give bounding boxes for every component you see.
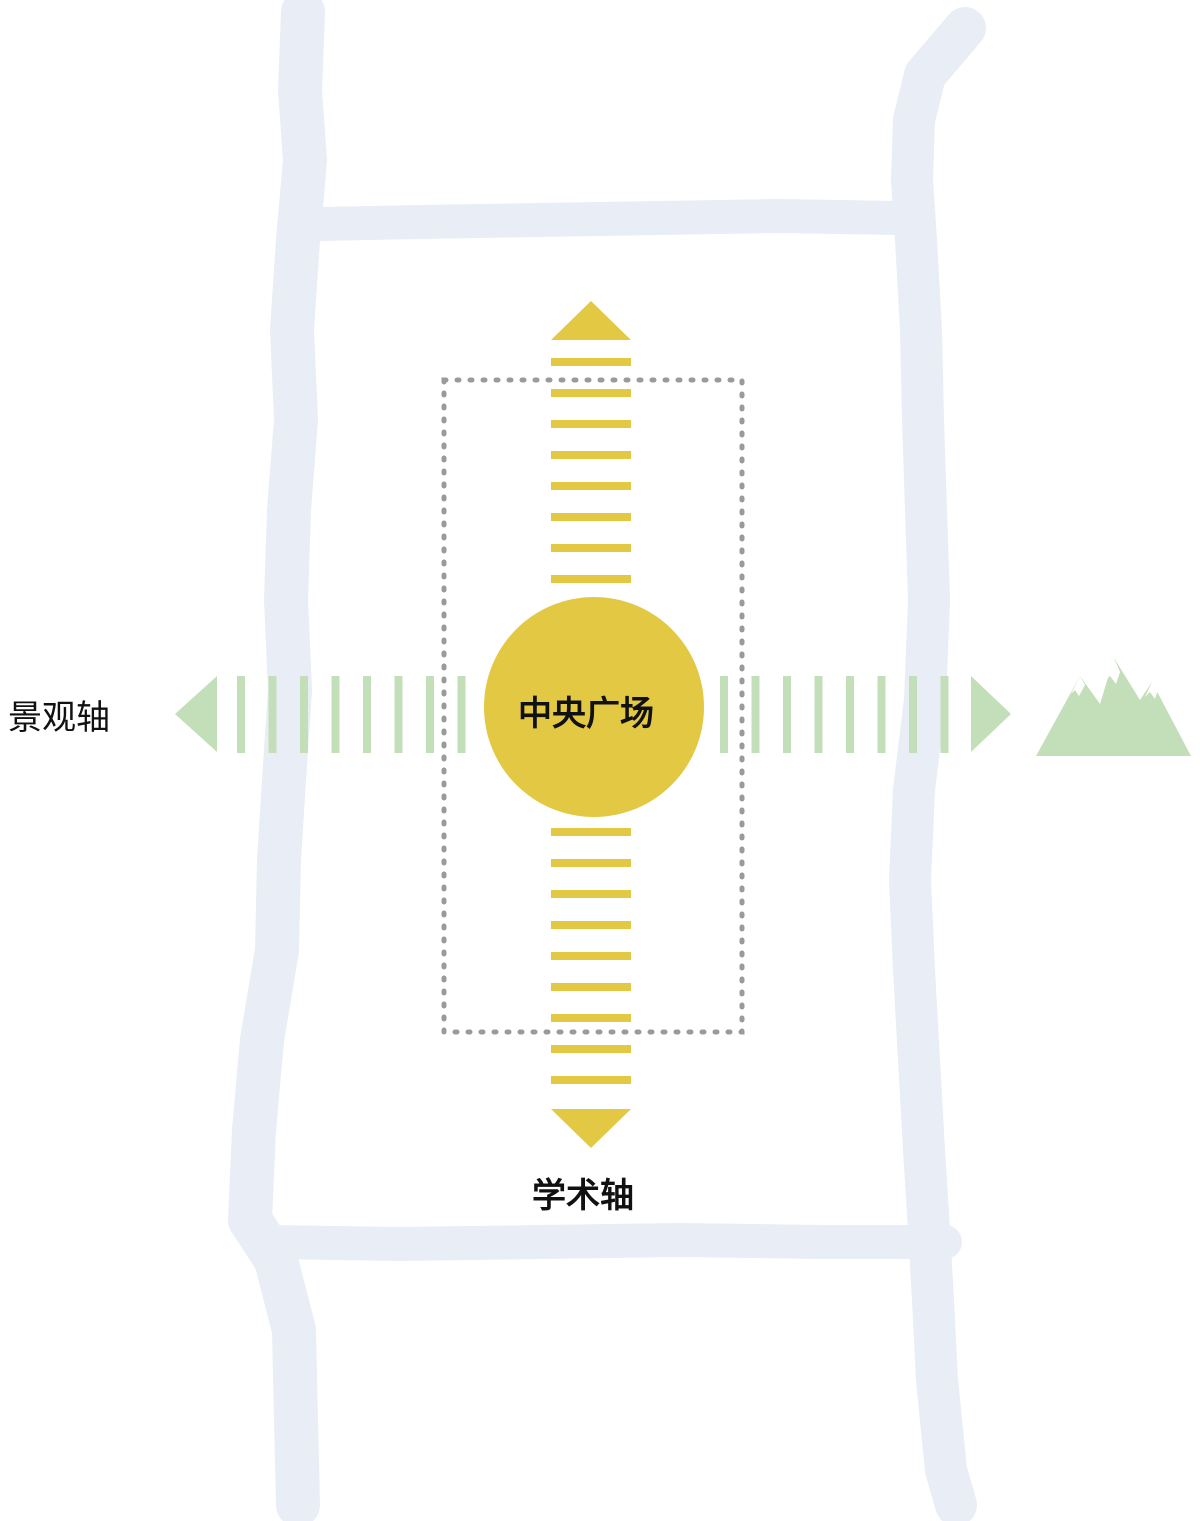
academic-axis-stripe <box>551 952 631 960</box>
landscape-axis-stripe <box>846 676 854 753</box>
landscape-axis-stripe <box>720 676 728 753</box>
mountain-icon <box>1036 658 1191 756</box>
road-network <box>228 0 986 1521</box>
landscape-axis-arrow-left <box>175 676 217 752</box>
academic-axis-stripe <box>551 513 631 521</box>
academic-axis-label: 学术轴 <box>532 1176 634 1216</box>
landscape-axis-stripe <box>783 676 791 753</box>
academic-axis <box>551 301 631 1148</box>
landscape-axis-stripe <box>877 676 886 753</box>
landscape-axis-stripe <box>268 676 277 753</box>
landscape-axis <box>175 676 1011 753</box>
academic-axis-stripe <box>551 921 631 929</box>
academic-axis-stripe <box>551 544 631 552</box>
landscape-axis-stripe <box>237 676 245 753</box>
academic-axis-stripe <box>551 859 631 867</box>
academic-axis-stripe <box>551 1014 631 1022</box>
road-bottom-horizontal <box>253 1223 962 1261</box>
landscape-axis-stripe <box>363 676 371 753</box>
landscape-axis-arrow-right <box>971 676 1011 752</box>
landscape-axis-stripe <box>457 676 466 753</box>
academic-axis-stripes-south <box>551 828 631 1084</box>
academic-axis-stripe <box>551 451 631 459</box>
academic-axis-stripe <box>551 983 631 991</box>
academic-axis-stripe <box>551 389 631 397</box>
central-plaza-label: 中央广场 <box>518 694 654 734</box>
academic-axis-stripe <box>551 358 631 366</box>
landscape-axis-stripe <box>814 676 823 753</box>
academic-axis-stripe <box>551 482 631 490</box>
academic-axis-arrow-down <box>551 1109 631 1148</box>
landscape-axis-stripe <box>394 676 403 753</box>
academic-axis-stripes-north <box>551 358 631 583</box>
landscape-axis-stripe <box>426 676 434 753</box>
road-right-vertical <box>889 7 986 1521</box>
landscape-axis-stripes-east <box>720 676 949 753</box>
landscape-axis-stripe <box>909 676 917 753</box>
academic-axis-stripe <box>551 1076 631 1084</box>
landscape-axis-stripe <box>751 676 760 753</box>
landscape-axis-stripe <box>300 676 308 753</box>
academic-axis-stripe <box>551 1045 631 1053</box>
core-area-boundary <box>441 377 745 1035</box>
academic-axis-stripe <box>551 890 631 898</box>
academic-axis-stripe <box>551 420 631 428</box>
academic-axis-stripe <box>551 828 631 836</box>
landscape-axis-stripes-west <box>237 676 466 753</box>
road-left-vertical <box>228 0 327 1521</box>
road-top-horizontal <box>301 199 917 241</box>
landscape-axis-label: 景观轴 <box>8 698 110 738</box>
landscape-axis-stripe <box>940 676 949 753</box>
academic-axis-arrow-up <box>551 301 631 340</box>
landscape-axis-stripe <box>331 676 340 753</box>
central-plaza-circle <box>484 597 704 817</box>
academic-axis-stripe <box>551 575 631 583</box>
